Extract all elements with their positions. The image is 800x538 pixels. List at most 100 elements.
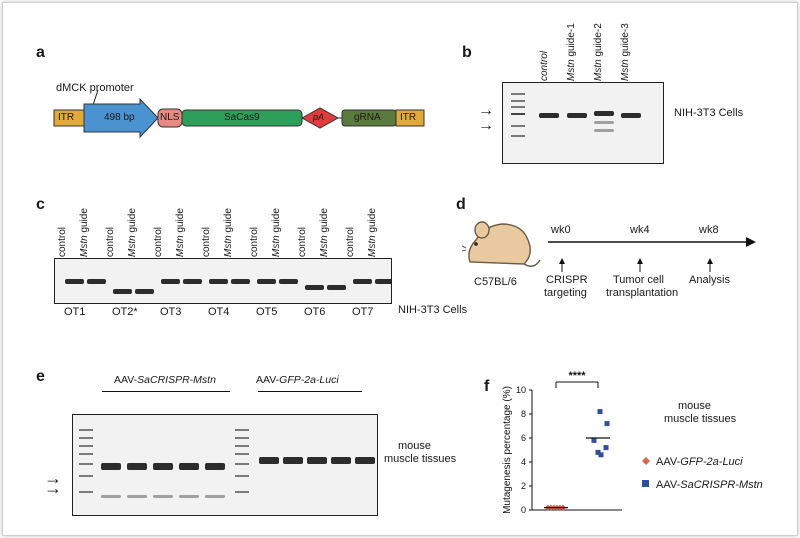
point-sacrispr-4 xyxy=(603,445,609,451)
c-band-1-1 xyxy=(65,279,84,284)
legend-marker-sacrispr xyxy=(642,480,649,487)
e-ladder-2-5 xyxy=(235,463,249,465)
c-lane-control-1: control xyxy=(57,226,68,257)
point-sacrispr-3 xyxy=(591,437,597,443)
f-tissue-label-2: muscle tissues xyxy=(664,413,737,425)
c-band-5-1 xyxy=(257,279,276,284)
e-group2-label: AAV-GFP-2a-Luci xyxy=(256,374,339,386)
point-sacrispr-6 xyxy=(595,449,601,455)
event-tumor-line1: Tumor cell xyxy=(613,274,664,286)
legend-entry-gfp: AAV-GFP-2a-Luci xyxy=(656,456,743,468)
mouse-icon xyxy=(462,221,541,267)
panel-e-label: e xyxy=(36,368,45,385)
c-lane-control-2: control xyxy=(105,226,116,257)
point-sacrispr-5 xyxy=(598,452,604,458)
timepoint-wk8: wk8 xyxy=(699,224,719,236)
promoter-arrow xyxy=(83,97,159,139)
panel-d-label: d xyxy=(456,196,466,213)
e-tissue-label-1: mouse xyxy=(398,440,432,452)
e-ladder-1-3 xyxy=(79,445,93,447)
c-cell-label: NIH-3T3 Cells xyxy=(398,304,468,316)
c-target-5: OT5 xyxy=(256,306,278,318)
b-band-guide-2-top xyxy=(594,111,614,116)
y-tick-label-4: 4 xyxy=(521,457,526,467)
e-band-sacrispr-5 xyxy=(205,463,225,470)
e-ladder-2-3 xyxy=(235,445,249,447)
b-band-guide-2-mid xyxy=(594,121,614,124)
panel-f-label: f xyxy=(484,378,490,395)
e-band-gfp-4 xyxy=(331,457,351,464)
c-band-2-2 xyxy=(135,289,154,294)
c-lane-control-3: control xyxy=(153,226,164,257)
e-band-sacrispr-faint-1 xyxy=(101,495,121,498)
e-band-sacrispr-faint-3 xyxy=(153,495,173,498)
e-ladder-1-4 xyxy=(79,453,93,455)
c-target-1: OT1 xyxy=(64,306,86,318)
c-band-6-2 xyxy=(327,285,346,290)
y-tick-label-8: 8 xyxy=(521,409,526,419)
y-tick-label-6: 6 xyxy=(521,433,526,443)
e-ladder-1-1 xyxy=(79,429,93,431)
e-band-sacrispr-2 xyxy=(127,463,147,470)
panel-c-label: c xyxy=(36,196,45,213)
event-crispr-line2: targeting xyxy=(544,287,587,299)
e-arrow-upper: → xyxy=(44,468,62,488)
c-band-4-1 xyxy=(209,279,228,284)
c-band-2-1 xyxy=(113,289,132,294)
gel-c xyxy=(54,258,392,304)
e-ladder-2-4 xyxy=(235,453,249,455)
c-band-7-1 xyxy=(353,279,372,284)
significance-stars: **** xyxy=(568,370,586,382)
mouse-strain-label: C57BL/6 xyxy=(474,276,517,288)
y-tick-label-10: 10 xyxy=(516,385,526,395)
e-band-sacrispr-4 xyxy=(179,463,199,470)
c-lane-guide-2: Mstn guide xyxy=(127,208,138,257)
e-band-gfp-2 xyxy=(283,457,303,464)
e-band-gfp-5 xyxy=(355,457,375,464)
c-lane-control-5: control xyxy=(249,226,260,257)
e-band-sacrispr-3 xyxy=(153,463,173,470)
timeline-arrowhead xyxy=(746,237,756,247)
c-lane-guide-1: Mstn guide xyxy=(79,208,90,257)
segment-nls: NLS xyxy=(160,112,180,123)
c-lane-control-7: control xyxy=(345,226,356,257)
e-ladder-1-2 xyxy=(79,437,93,439)
c-band-3-2 xyxy=(183,279,202,284)
y-axis-label: Mutagenesis percentage (%) xyxy=(502,386,513,514)
c-lane-guide-7: Mstn guide xyxy=(367,208,378,257)
c-lane-control-4: control xyxy=(201,226,212,257)
gel-e xyxy=(72,414,378,516)
e-band-sacrispr-faint-5 xyxy=(205,495,225,498)
event-analysis: Analysis xyxy=(689,274,730,286)
event-tumor-line2: transplantation xyxy=(606,287,679,299)
e-tissue-label-2: muscle tissues xyxy=(384,453,457,465)
c-target-3: OT3 xyxy=(160,306,182,318)
e-arrow-lower: → xyxy=(44,478,62,498)
c-band-4-2 xyxy=(231,279,250,284)
c-lane-control-6: control xyxy=(297,226,308,257)
e-ladder-1-5 xyxy=(79,463,93,465)
c-lane-guide-6: Mstn guide xyxy=(319,208,330,257)
c-band-3-1 xyxy=(161,279,180,284)
e-ladder-1-7 xyxy=(79,491,93,493)
itr-right-segment xyxy=(395,109,425,127)
point-sacrispr-1 xyxy=(597,409,603,415)
point-sacrispr-2 xyxy=(604,421,610,427)
event-crispr-line1: CRISPR xyxy=(546,274,588,286)
panel-a-label: a xyxy=(36,44,45,61)
legend-entry-sacrispr: AAV-SaCRISPR-Mstn xyxy=(656,479,763,491)
c-target-7: OT7 xyxy=(352,306,374,318)
b-band-guide-3 xyxy=(621,113,641,118)
c-lane-guide-3: Mstn guide xyxy=(175,208,186,257)
y-tick-label-0: 0 xyxy=(521,505,526,515)
legend-marker-gfp xyxy=(642,457,650,465)
b-band-guide-2-low xyxy=(594,129,614,132)
c-band-6-1 xyxy=(305,285,324,290)
segment-grna: gRNA xyxy=(354,112,381,123)
b-arrow-upper: → xyxy=(478,102,494,119)
e-ladder-2-1 xyxy=(235,429,249,431)
